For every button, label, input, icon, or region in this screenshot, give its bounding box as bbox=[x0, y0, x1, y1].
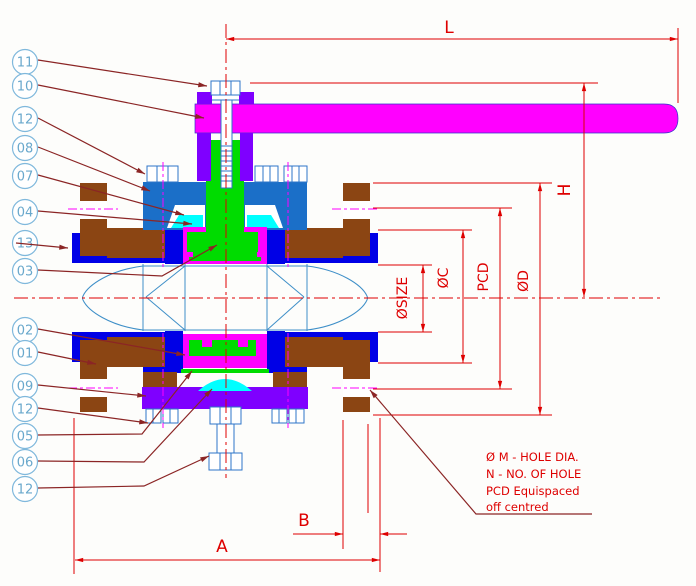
stem-assembly bbox=[187, 80, 679, 258]
balloon-09: 09 bbox=[11, 372, 39, 400]
right-ring-lower bbox=[273, 372, 307, 390]
note-line-1: Ø M - HOLE DIA. bbox=[486, 450, 579, 464]
dim-label-size: ØSIZE bbox=[395, 277, 411, 319]
balloon-12-bottom: 12 bbox=[11, 475, 39, 503]
balloon-label: 07 bbox=[17, 170, 34, 185]
balloon-10: 10 bbox=[11, 72, 39, 100]
balloon-03: 03 bbox=[11, 257, 39, 285]
balloon-label: 01 bbox=[17, 347, 34, 362]
balloon-callouts: 11 10 12 08 07 04 13 03 bbox=[11, 48, 69, 503]
dim-label-A: A bbox=[216, 537, 228, 557]
dim-label-PCD: PCD bbox=[476, 263, 492, 292]
balloon-label: 09 bbox=[17, 380, 34, 395]
dim-C: ØC bbox=[378, 229, 472, 364]
balloon-label: 05 bbox=[17, 430, 34, 445]
stem-flare bbox=[187, 232, 258, 252]
dim-label-H: H bbox=[555, 184, 575, 197]
right-flange-plate-lower bbox=[343, 340, 370, 412]
dim-B: B bbox=[293, 420, 407, 549]
dim-label-B: B bbox=[298, 511, 310, 531]
leader-13 bbox=[15, 242, 69, 250]
balloon-label: 11 bbox=[17, 56, 34, 71]
balloon-label: 10 bbox=[17, 80, 34, 95]
dim-D: ØD bbox=[373, 182, 552, 416]
leader-03 bbox=[37, 244, 218, 277]
bottom-cover bbox=[142, 379, 308, 409]
balloon-04: 04 bbox=[11, 198, 39, 226]
balloon-label: 04 bbox=[17, 206, 34, 221]
left-ring-lower bbox=[143, 372, 177, 390]
note-line-4: off centred bbox=[486, 500, 549, 514]
leader-07 bbox=[37, 174, 185, 216]
dim-label-L: L bbox=[444, 18, 454, 38]
leader-10 bbox=[37, 84, 205, 119]
gland-packing-right bbox=[247, 215, 279, 228]
balloon-08: 08 bbox=[11, 134, 39, 162]
balloon-label: 03 bbox=[17, 265, 34, 280]
left-hub-lower bbox=[107, 337, 165, 367]
dim-size: ØSIZE bbox=[378, 264, 432, 333]
leader-05 bbox=[37, 370, 193, 436]
left-flange-plate-lower bbox=[80, 340, 107, 412]
leader-08 bbox=[37, 146, 151, 192]
balloon-label: 12 bbox=[17, 403, 34, 418]
dim-H: H bbox=[250, 82, 598, 298]
leader-11 bbox=[37, 59, 208, 88]
handle-clamp-left bbox=[197, 92, 212, 104]
body-shell bbox=[72, 222, 378, 373]
balloon-label: 06 bbox=[17, 456, 34, 471]
balloon-07: 07 bbox=[11, 162, 39, 190]
lower-seat bbox=[181, 334, 269, 373]
ball-bottom-dome bbox=[198, 379, 252, 391]
centerlines bbox=[14, 24, 662, 478]
balloon-label: 12 bbox=[17, 483, 34, 498]
handle-leg-right bbox=[240, 133, 253, 181]
right-flange-plate-upper bbox=[343, 183, 370, 256]
dim-label-D: ØD bbox=[516, 270, 532, 292]
balloon-02: 02 bbox=[11, 316, 39, 344]
balloon-06: 06 bbox=[11, 448, 39, 476]
handle-bar bbox=[194, 103, 679, 134]
leader-06 bbox=[37, 388, 213, 463]
leader-12c bbox=[37, 455, 210, 489]
ball-outline bbox=[82, 264, 368, 331]
leader-09 bbox=[37, 384, 147, 398]
dim-label-C: ØC bbox=[436, 267, 452, 288]
flanges bbox=[80, 183, 370, 412]
leader-lines bbox=[37, 59, 592, 515]
seat-ring bbox=[181, 369, 269, 373]
balloon-label: 02 bbox=[17, 324, 34, 339]
balloon-12-top: 12 bbox=[11, 105, 39, 133]
left-flange-plate-upper bbox=[80, 183, 107, 256]
leader-04 bbox=[37, 210, 193, 226]
balloon-label: 08 bbox=[17, 142, 34, 157]
balloon-05: 05 bbox=[11, 422, 39, 450]
leader-12a bbox=[37, 117, 146, 175]
dimensions: L H ØSIZE ØC PCD ØD bbox=[73, 18, 679, 574]
dim-A: A bbox=[73, 418, 381, 574]
leader-01 bbox=[37, 351, 97, 365]
leader-12b bbox=[37, 407, 149, 425]
right-hub-lower bbox=[285, 337, 343, 367]
dim-L: L bbox=[226, 18, 679, 103]
balloon-label: 12 bbox=[17, 113, 34, 128]
handle-clamp-right bbox=[239, 92, 254, 104]
leader-02 bbox=[37, 328, 186, 357]
handle-leg-left bbox=[197, 133, 211, 181]
note-line-2: N - NO. OF HOLE bbox=[486, 467, 581, 481]
left-hub-upper bbox=[107, 228, 165, 258]
right-hub-upper bbox=[285, 228, 343, 258]
valve-assembly bbox=[72, 80, 679, 471]
dim-PCD: PCD bbox=[373, 207, 512, 390]
balloon-11: 11 bbox=[11, 48, 39, 76]
cover-bolts bbox=[145, 408, 305, 424]
hole-note: Ø M - HOLE DIA. N - NO. OF HOLE PCD Equi… bbox=[486, 450, 581, 514]
note-line-3: PCD Equispaced bbox=[486, 484, 580, 498]
balloon-01: 01 bbox=[11, 339, 39, 367]
stem-foot bbox=[193, 252, 257, 258]
balloon-13: 13 bbox=[11, 229, 69, 257]
leader-note bbox=[369, 389, 592, 515]
balloon-12-mid: 12 bbox=[11, 395, 39, 423]
